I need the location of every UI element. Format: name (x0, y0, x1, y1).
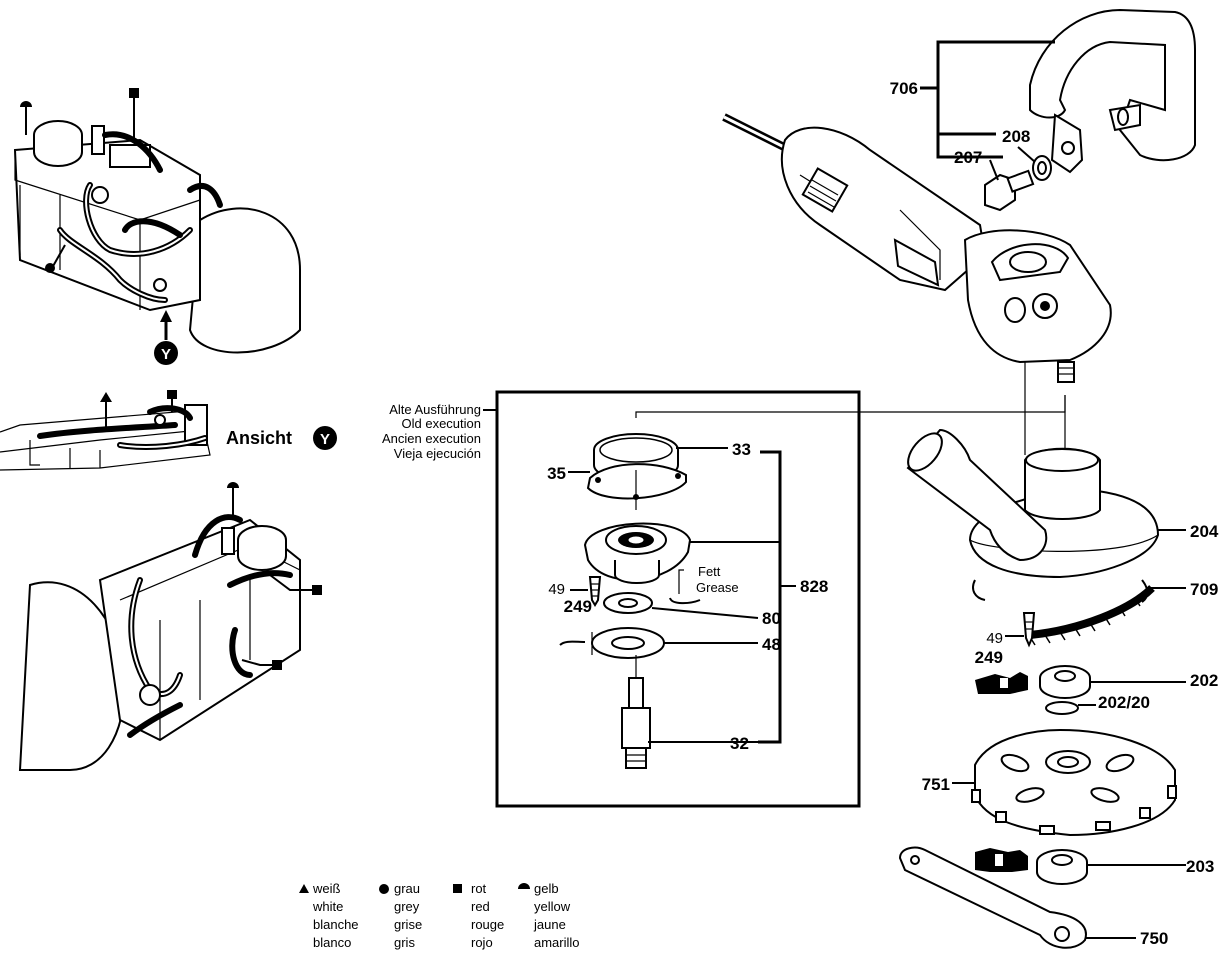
angle-grinder (722, 113, 1112, 383)
legend-white-de: weiß (312, 881, 341, 896)
legend-white-es: blanco (313, 935, 351, 950)
square-icon (167, 390, 177, 399)
old-execution-es: Vieja ejecución (394, 446, 481, 461)
legend-red-fr: rouge (471, 917, 504, 932)
legend-yellow-fr: jaune (533, 917, 566, 932)
legend-circle-icon (379, 884, 389, 894)
ansicht-label: Ansicht (226, 428, 292, 448)
callout-35: 35 (547, 464, 566, 483)
half-circle-icon (227, 482, 239, 488)
grease-de: Fett (698, 564, 721, 579)
callout-80: 80 (762, 609, 781, 628)
cup-wheel (971, 728, 1177, 837)
callout-249-a: 249 (564, 597, 592, 616)
side-handle (984, 8, 1196, 212)
legend-white-fr: blanche (313, 917, 359, 932)
legend-yellow-en: yellow (534, 899, 571, 914)
old-execution-en: Old execution (402, 416, 482, 431)
callout-709: 709 (1190, 580, 1218, 599)
callout-204: 204 (1190, 522, 1219, 541)
callout-750: 750 (1140, 929, 1168, 948)
old-execution-fr: Ancien execution (382, 431, 481, 446)
legend-triangle-icon (299, 884, 309, 893)
callout-828: 828 (800, 577, 828, 596)
callout-203: 203 (1186, 857, 1214, 876)
wiring-view-bottom (18, 482, 322, 771)
view-y-marker (154, 341, 178, 365)
legend-half-circle-icon (518, 883, 530, 889)
callout-202-20: 202/20 (1098, 693, 1150, 712)
callout-48: 48 (762, 635, 781, 654)
callout-202: 202 (1190, 671, 1218, 690)
square-icon (129, 88, 139, 98)
callout-249-b: 249 (975, 648, 1003, 667)
legend-grey-fr: grise (394, 917, 422, 932)
wiring-view-top: Y (13, 88, 301, 365)
legend-grey-en: grey (394, 899, 420, 914)
callout-706: 706 (890, 79, 918, 98)
legend-grey-de: grau (394, 881, 420, 896)
view-y-letter: Y (161, 346, 171, 363)
old-execution-de: Alte Ausführung (389, 402, 481, 417)
wire-color-legend: weiß white blanche blanco grau grey gris… (299, 881, 580, 950)
view-y-section: Ansicht Y (0, 390, 337, 471)
legend-square-icon (453, 884, 462, 893)
legend-grey-es: gris (394, 935, 415, 950)
callout-32: 32 (730, 734, 749, 753)
old-execution-box: Alte Ausführung Old execution Ancien exe… (382, 390, 861, 808)
legend-red-en: red (471, 899, 490, 914)
half-circle-icon (20, 101, 32, 107)
legend-yellow-de: gelb (534, 881, 559, 896)
extraction-guard (906, 428, 1160, 603)
legend-red-de: rot (471, 881, 487, 896)
ansicht-letter: Y (320, 431, 330, 448)
callout-49-a: 49 (548, 581, 565, 598)
callout-49-b: 49 (986, 630, 1003, 647)
legend-white-en: white (312, 899, 343, 914)
triangle-icon (100, 392, 112, 402)
callout-33: 33 (732, 440, 751, 459)
square-icon (272, 660, 282, 670)
legend-red-es: rojo (471, 935, 493, 950)
circle-icon (45, 263, 55, 273)
callout-208: 208 (1002, 127, 1030, 146)
square-icon (312, 585, 322, 595)
legend-yellow-es: amarillo (534, 935, 580, 950)
callout-751: 751 (922, 775, 950, 794)
callout-207: 207 (954, 148, 982, 167)
view-y-badge (313, 426, 337, 450)
grease-en: Grease (696, 580, 739, 595)
